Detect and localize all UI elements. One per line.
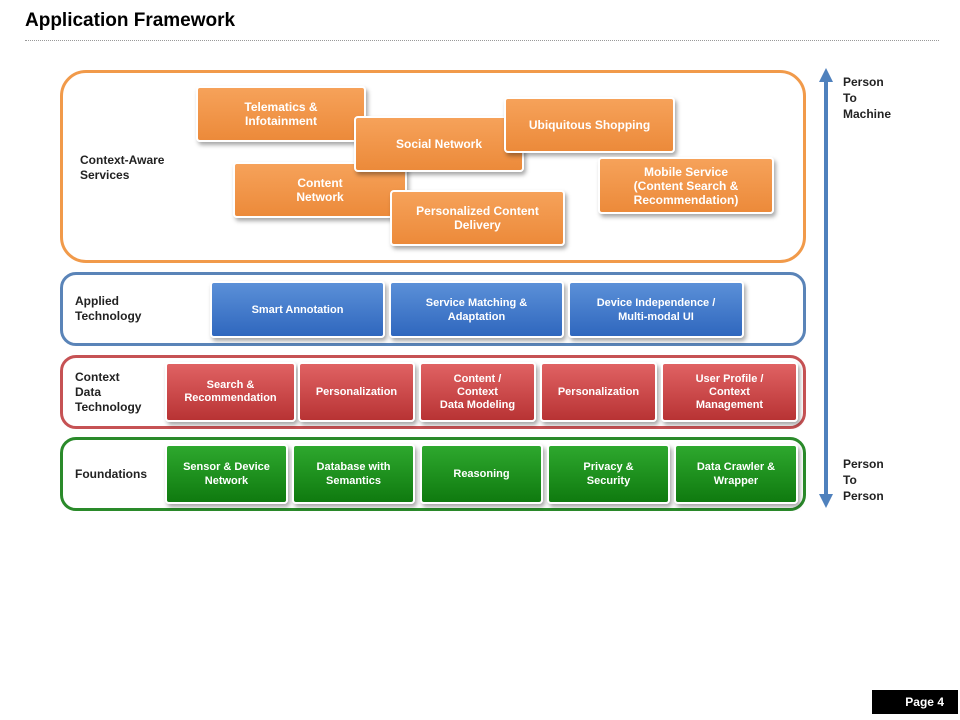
applied-service-matching: Service Matching & Adaptation [389, 281, 564, 338]
applied-smart-annotation: Smart Annotation [210, 281, 385, 338]
cdt-search-recommendation: Search & Recommendation [165, 362, 296, 422]
cdt-personalization-2: Personalization [540, 362, 657, 422]
double-arrow-icon [819, 68, 833, 508]
service-telematics-infotainment: Telematics & Infotainment [196, 86, 366, 142]
page-number: Page 4 [872, 690, 958, 714]
cdt-content-context-data-modeling: Content / Context Data Modeling [419, 362, 536, 422]
service-mobile-service: Mobile Service (Content Search & Recomme… [598, 157, 774, 214]
person-to-machine-label: Person To Machine [843, 75, 892, 121]
context-aware-services-label: Context-Aware Services [80, 153, 165, 182]
applied-technology-label: Applied Technology [75, 294, 142, 323]
service-ubiquitous-shopping: Ubiquitous Shopping [504, 97, 675, 153]
person-to-person-label: Person To Person [843, 457, 884, 503]
cdt-personalization-1: Personalization [298, 362, 415, 422]
service-social-network: Social Network [354, 116, 524, 172]
foundation-sensor-device-network: Sensor & Device Network [165, 444, 288, 504]
foundation-data-crawler-wrapper: Data Crawler & Wrapper [674, 444, 798, 504]
page-title: Application Framework [25, 10, 236, 31]
foundation-privacy-security: Privacy & Security [547, 444, 670, 504]
foundation-database-semantics: Database with Semantics [292, 444, 415, 504]
foundations-label: Foundations [75, 467, 147, 481]
applied-device-independence: Device Independence / Multi-modal UI [568, 281, 744, 338]
title-divider [25, 40, 939, 41]
service-personalized-content-delivery: Personalized Content Delivery [390, 190, 565, 246]
cdt-user-profile-context-management: User Profile / Context Management [661, 362, 798, 422]
context-data-technology-label: Context Data Technology [75, 370, 142, 414]
foundation-reasoning: Reasoning [420, 444, 543, 504]
